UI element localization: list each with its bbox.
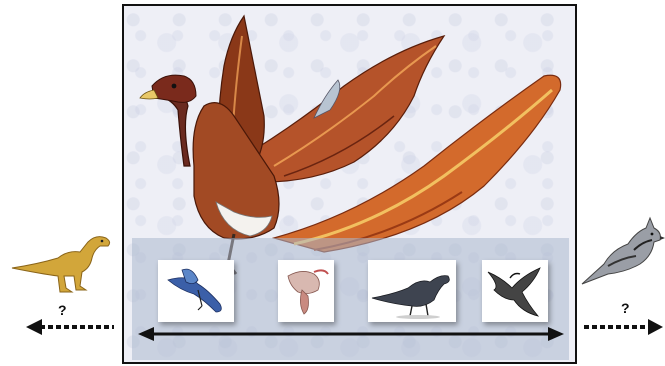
- blue-feathered-dinosaur-thumbnail: [158, 260, 234, 322]
- thumbnail-1: [158, 260, 234, 322]
- thumbnail-4: [482, 260, 548, 322]
- illustration-frame: [122, 4, 577, 364]
- left-question-mark: ?: [58, 302, 67, 318]
- sketched-bird-thumbnail: [482, 260, 548, 322]
- right-question-mark: ?: [621, 300, 630, 316]
- thumbnail-2: [278, 260, 334, 322]
- pale-feathered-dinosaur-thumbnail: [278, 260, 334, 322]
- evolution-double-arrow: [138, 326, 564, 342]
- evolution-panel: [132, 238, 569, 360]
- thumbnail-3: [368, 260, 456, 322]
- small-dinosaur-icon: [8, 228, 120, 298]
- dark-feathered-dinosaur-thumbnail: [368, 260, 456, 322]
- right-dotted-arrow: [582, 318, 665, 336]
- left-dotted-arrow: [24, 318, 116, 336]
- jay-bird-icon: [578, 214, 665, 294]
